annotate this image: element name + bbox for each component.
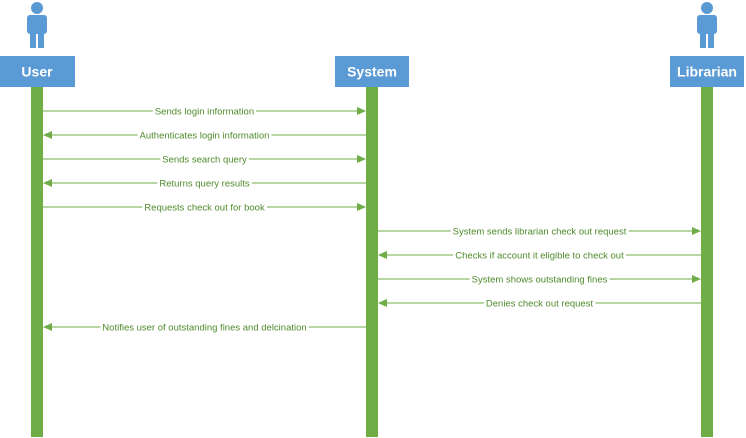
label-background	[469, 274, 610, 286]
message: System shows outstanding fines	[378, 274, 701, 286]
message-label: System shows outstanding fines	[472, 275, 608, 286]
label-background	[152, 106, 257, 118]
message: Notifies user of outstanding fines and d…	[43, 322, 366, 334]
actor-librarian: Librarian	[670, 2, 744, 437]
label-background	[100, 322, 309, 334]
actor-box-librarian	[670, 56, 744, 87]
message-label: Checks if account it eligible to check o…	[455, 251, 624, 262]
message-label: Sends search query	[162, 155, 247, 166]
label-background	[450, 226, 629, 238]
actor-box-user	[0, 56, 75, 87]
label-background	[137, 130, 272, 142]
message: Returns query results	[43, 178, 366, 190]
arrowhead-icon	[357, 107, 366, 115]
message: System sends librarian check out request	[378, 226, 701, 238]
label-background	[453, 250, 627, 262]
actor-user: User	[0, 2, 75, 437]
label-background	[160, 154, 249, 166]
person-icon	[27, 2, 47, 48]
actor-label-user: User	[21, 64, 53, 80]
message: Sends login information	[43, 106, 366, 118]
lifeline-librarian	[701, 87, 713, 437]
message-label: Sends login information	[155, 107, 254, 118]
lifeline-user	[31, 87, 43, 437]
message: Requests check out for book	[43, 202, 366, 214]
arrowhead-icon	[378, 299, 387, 307]
message-label: System sends librarian check out request	[453, 227, 627, 238]
message-label: Requests check out for book	[144, 203, 265, 214]
arrowhead-icon	[357, 203, 366, 211]
label-background	[142, 202, 267, 214]
arrowhead-icon	[43, 131, 52, 139]
message: Authenticates login information	[43, 130, 366, 142]
message-label: Returns query results	[159, 179, 250, 190]
message: Checks if account it eligible to check o…	[378, 250, 701, 262]
actor-box-system	[335, 56, 409, 87]
message: Sends search query	[43, 154, 366, 166]
actor-label-system: System	[347, 64, 397, 80]
label-background	[157, 178, 252, 190]
arrowhead-icon	[43, 179, 52, 187]
message-label: Denies check out request	[486, 299, 594, 310]
lifeline-system	[366, 87, 378, 437]
arrowhead-icon	[692, 227, 701, 235]
person-icon	[697, 2, 717, 48]
actor-system: System	[335, 56, 409, 437]
arrowhead-icon	[357, 155, 366, 163]
message-label: Notifies user of outstanding fines and d…	[102, 323, 306, 334]
arrowhead-icon	[692, 275, 701, 283]
arrowhead-icon	[378, 251, 387, 259]
actor-label-librarian: Librarian	[677, 64, 737, 80]
label-background	[483, 298, 596, 310]
message: Denies check out request	[378, 298, 701, 310]
message-label: Authenticates login information	[140, 131, 270, 142]
arrowhead-icon	[43, 323, 52, 331]
